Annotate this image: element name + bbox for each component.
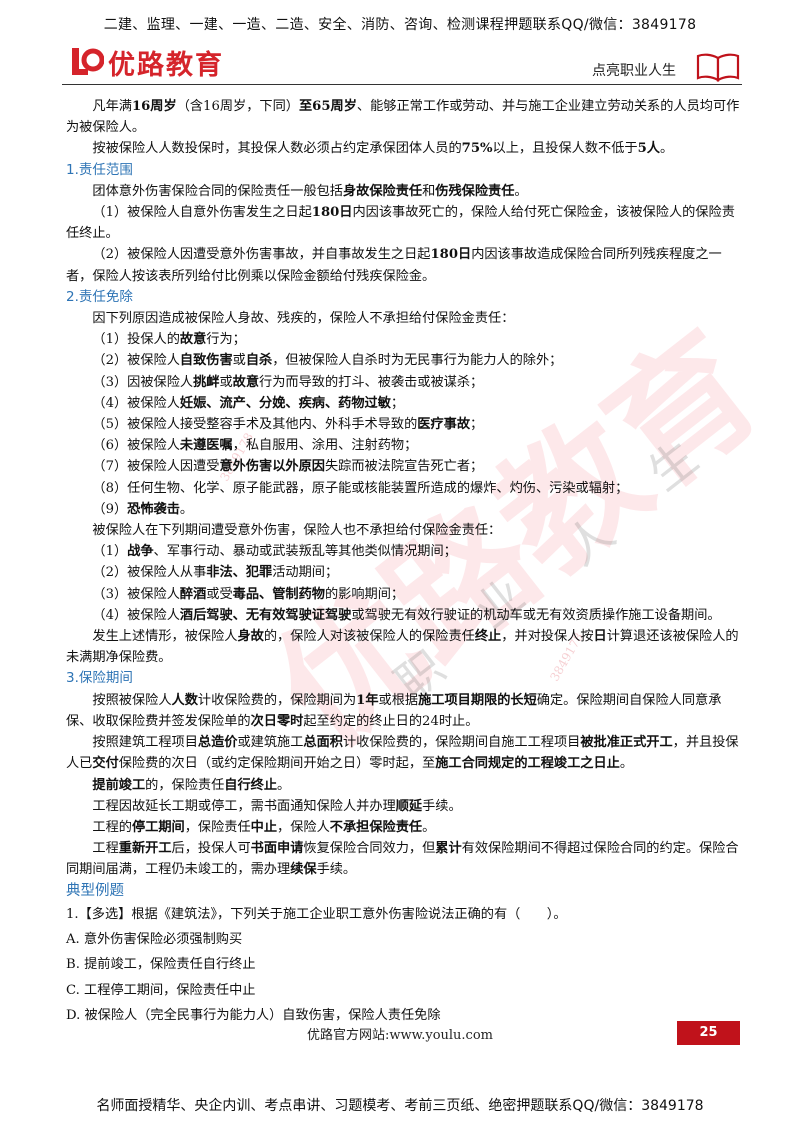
option-b: B. 提前竣工，保险责任自行终止 bbox=[66, 957, 256, 973]
list-item: （2）被保险人自致伤害或自杀，但被保险人自杀时为无民事行为能力人的除外； bbox=[92, 353, 563, 369]
option-d: D. 被保险人（完全民事行为能力人）自致伤害，保险人责任免除 bbox=[66, 1008, 441, 1024]
list-item: （9）恐怖袭击。 bbox=[92, 501, 194, 517]
paragraph: 被保险人在下列期间遭受意外伤害，保险人也不承担给付保险金责任： bbox=[92, 523, 502, 539]
slogan: 点亮职业人生 bbox=[592, 63, 676, 79]
logo-text: 优路教育 bbox=[108, 49, 224, 81]
intro-paragraph: 凡年满16周岁（含16周岁，下同）至65周岁、能够正常工作或劳动、并与施工企业建… bbox=[66, 99, 740, 136]
logo-mark-icon bbox=[70, 45, 105, 79]
list-item: （1）战争、军事行动、暴动或武装叛乱等其他类似情况期间； bbox=[92, 544, 457, 560]
section-heading: 2.责任免除 bbox=[66, 288, 133, 305]
list-item: （4）被保险人酒后驾驶、无有效驾驶证驾驶或驾驶无有效行驶证的机动车或无有效资质操… bbox=[92, 607, 721, 623]
paragraph: 按照被保险人人数计收保险费的，保险期间为1年或根据施工项目期限的长短确定。保险期… bbox=[66, 692, 722, 729]
header-divider bbox=[62, 84, 742, 85]
paragraph: 工程重新开工后，投保人可书面申请恢复保险合同效力，但累计有效保险期间不得超过保险… bbox=[66, 841, 739, 878]
paragraph: 工程因故延长工期或停工，需书面通知保险人并办理顺延手续。 bbox=[92, 798, 462, 814]
paragraph: 因下列原因造成被保险人身故、残疾的，保险人不承担给付保险金责任： bbox=[92, 311, 515, 327]
page-number: 25 bbox=[677, 1021, 740, 1045]
paragraph: 工程的停工期间，保险责任中止，保险人不承担保险责任。 bbox=[92, 819, 436, 835]
section-heading: 1.责任范围 bbox=[66, 161, 133, 178]
list-item: （1）投保人的故意行为； bbox=[92, 332, 246, 348]
bottom-banner: 名师面授精华、央企内训、考点串讲、习题模考、考前三页纸、绝密押题联系QQ/微信：… bbox=[96, 1098, 704, 1114]
list-item: （6）被保险人未遵医嘱，私自服用、涂用、注射药物； bbox=[92, 438, 418, 454]
intro-paragraph: 按被保险人人数投保时，其投保人数必须占约定承保团体人员的75%以上，且投保人数不… bbox=[92, 141, 674, 157]
paragraph: 发生上述情形，被保险人身故的，保险人对该被保险人的保险责任终止，并对投保人按日计… bbox=[66, 629, 739, 666]
option-a: A. 意外伤害保险必须强制购买 bbox=[66, 931, 243, 947]
paragraph: 按照建筑工程项目总造价或建筑施工总面积计收保险费的，保险期间自施工工程项目被批准… bbox=[66, 735, 739, 772]
list-item: （8）任何生物、化学、原子能武器，原子能或核能装置所造成的爆炸、灼伤、污染或辐射… bbox=[92, 480, 629, 496]
question-text: 1.【多选】根据《建筑法》，下列关于施工企业职工意外伤害险说法正确的有（ ）。 bbox=[66, 906, 567, 922]
list-item: （5）被保险人接受整容手术及其他内、外科手术导致的医疗事故； bbox=[92, 417, 484, 433]
paragraph: 提前竣工的，保险责任自行终止。 bbox=[92, 777, 291, 793]
option-c: C. 工程停工期间，保险责任中止 bbox=[66, 982, 256, 998]
footer-website: 优路官方网站:www.youlu.com bbox=[307, 1028, 493, 1043]
paragraph: 团体意外伤害保险合同的保险责任一般包括身故保险责任和伤残保险责任。 bbox=[92, 183, 528, 199]
paragraph: （2）被保险人因遭受意外伤害事故，并自事故发生之日起180日内因该事故造成保险合… bbox=[66, 247, 722, 284]
list-item: （4）被保险人妊娠、流产、分娩、疾病、药物过敏； bbox=[92, 395, 405, 411]
list-item: （2）被保险人从事非法、犯罪活动期间； bbox=[92, 565, 339, 581]
top-banner: 二建、监理、一建、一造、二造、安全、消防、咨询、检测课程押题联系QQ/微信：38… bbox=[103, 17, 697, 33]
logo: 优路教育 bbox=[70, 42, 224, 82]
list-item: （7）被保险人因遭受意外伤害以外原因失踪而被法院宣告死亡者； bbox=[92, 459, 484, 475]
example-heading: 典型例题 bbox=[66, 882, 124, 899]
list-item: （3）因被保险人挑衅或故意行为而导致的打斗、被袭击或被谋杀； bbox=[92, 374, 484, 390]
book-icon bbox=[696, 52, 740, 82]
main-content: 凡年满16周岁（含16周岁，下同）至65周岁、能够正常工作或劳动、并与施工企业建… bbox=[66, 96, 744, 1029]
list-item: （3）被保险人醉酒或受毒品、管制药物的影响期间； bbox=[92, 586, 405, 602]
paragraph: （1）被保险人自意外伤害发生之日起180日内因该事故死亡的，保险人给付死亡保险金… bbox=[66, 205, 735, 242]
section-heading: 3.保险期间 bbox=[66, 670, 133, 687]
